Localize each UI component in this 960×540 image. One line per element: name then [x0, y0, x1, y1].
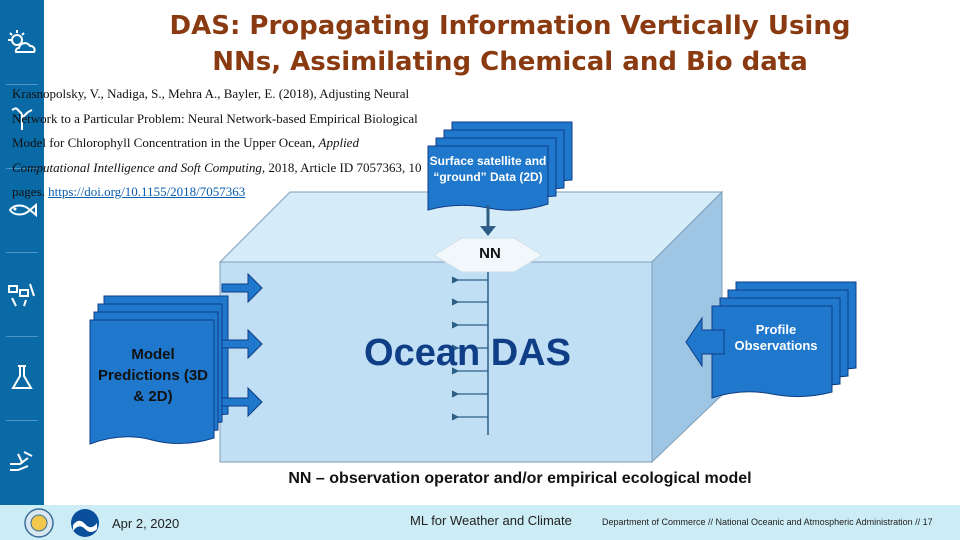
- flask-icon: [11, 365, 33, 389]
- doi-link[interactable]: https://doi.org/10.1155/2018/7057363: [48, 184, 246, 199]
- slide-title: DAS: Propagating Information Vertically …: [169, 11, 851, 77]
- profile-box-label: Profile Observations: [734, 322, 818, 353]
- sun-cloud-icon: [8, 30, 36, 53]
- citation-journal: Applied Computational Intelligence and S…: [12, 135, 359, 175]
- das-diagram: [89, 121, 857, 464]
- satellite-box-label: Surface satellite and “ground” Data (2D): [429, 154, 547, 184]
- commerce-seal-icon: [24, 508, 54, 538]
- data-icon: [8, 283, 35, 307]
- model-box-label: Model Predictions (3D & 2D): [97, 346, 209, 405]
- footer: Apr 2, 2020 ML for Weather and Climate D…: [0, 505, 960, 540]
- satellite-data-box: [427, 121, 573, 211]
- footer-center: ML for Weather and Climate: [410, 513, 572, 528]
- footer-date: Apr 2, 2020: [112, 516, 180, 531]
- profile-observations-box: [711, 281, 857, 399]
- nn-diamond: [433, 237, 543, 273]
- ocean-das-label: Ocean DAS: [364, 332, 571, 374]
- footer-right: Department of Commerce // National Ocean…: [602, 517, 933, 527]
- hand-data-icon: [10, 451, 33, 471]
- model-predictions-box: [89, 295, 229, 445]
- citation-text: Krasnopolsky, V., Nadiga, S., Mehra A., …: [12, 86, 418, 150]
- sidebar: [0, 0, 44, 505]
- fish-icon: [8, 202, 37, 218]
- citation: Krasnopolsky, V., Nadiga, S., Mehra A., …: [12, 82, 422, 205]
- nn-note: NN – observation operator and/or empiric…: [288, 470, 752, 487]
- nn-label: NN: [479, 245, 501, 262]
- tree-icon: [11, 107, 33, 130]
- noaa-logo-icon: [71, 509, 99, 537]
- citation-details: , 2018, Article ID 7057363, 10 pages.: [12, 159, 422, 200]
